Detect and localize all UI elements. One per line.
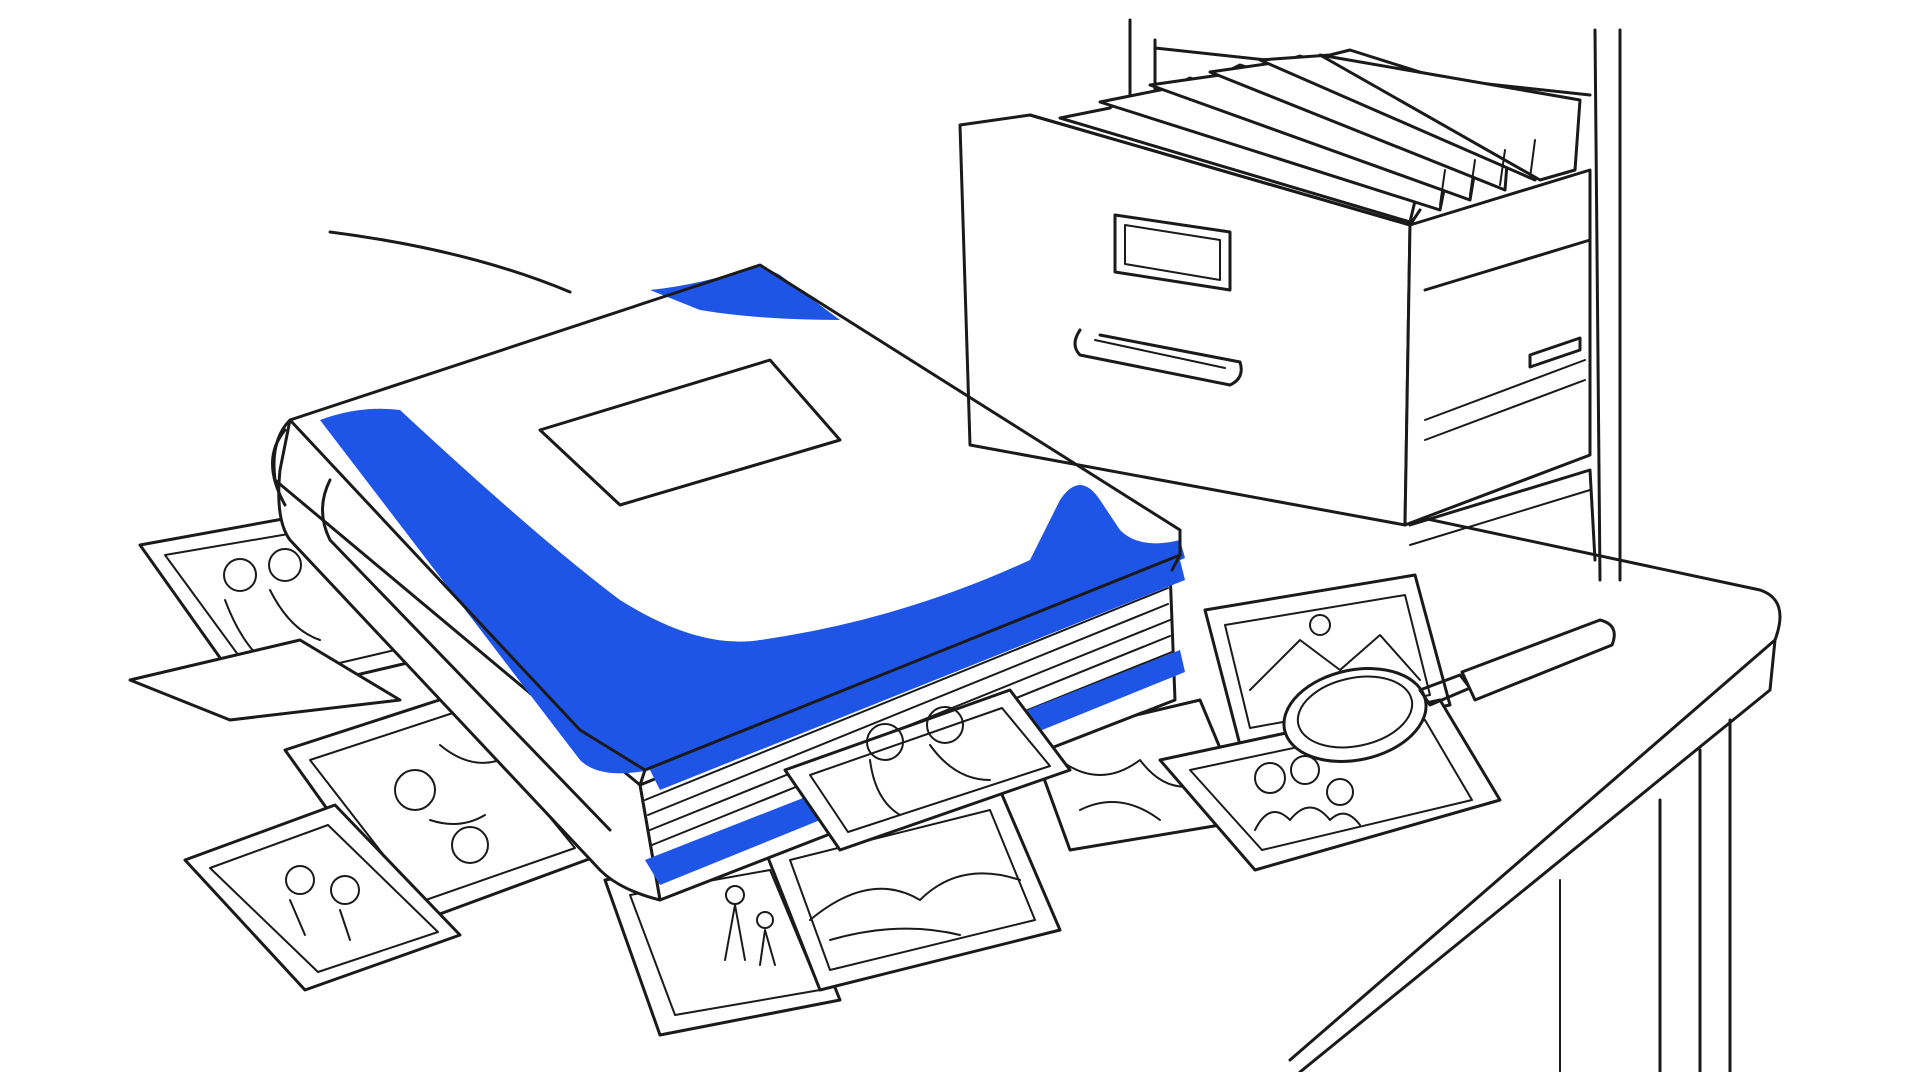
photo-album <box>271 263 1185 902</box>
magnifying-glass-icon <box>1282 618 1616 763</box>
photograph-family-small <box>183 803 462 992</box>
photograph-couple-left <box>138 513 422 702</box>
photograph-couple-peeking <box>783 688 1072 852</box>
photographs <box>128 513 1502 1037</box>
filing-cabinet <box>958 18 1622 582</box>
